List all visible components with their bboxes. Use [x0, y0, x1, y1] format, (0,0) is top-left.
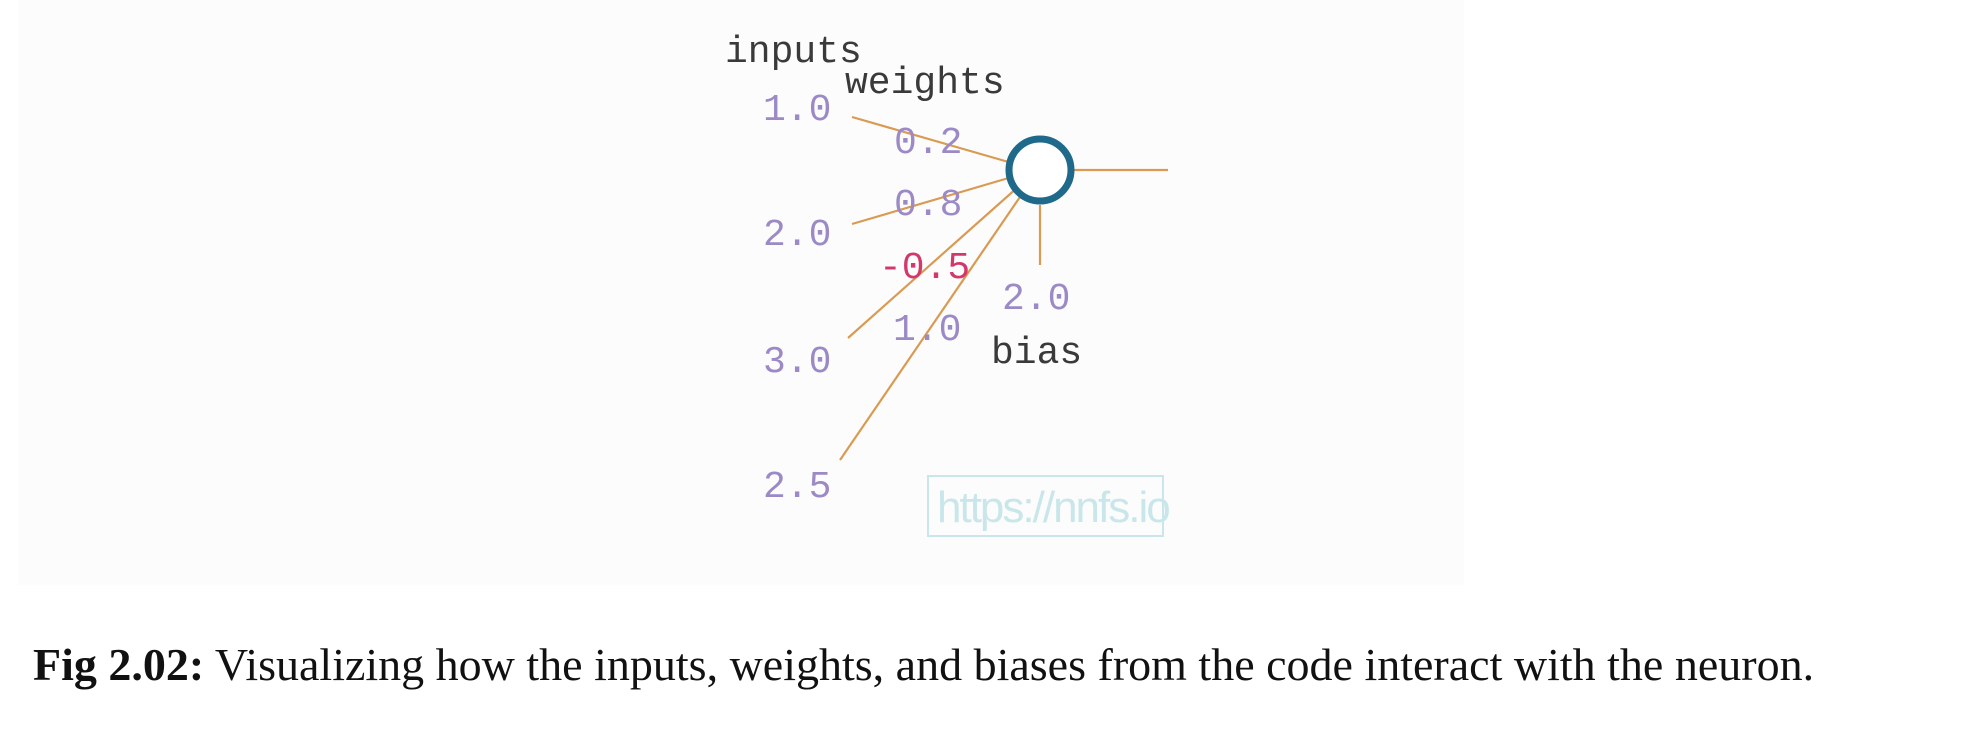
watermark-text: https://nnfs.io	[937, 483, 1169, 532]
figure-panel	[18, 0, 1464, 585]
neuron-diagram: inputs weights bias 1.0 2.0 3.0 2.5 0.2 …	[725, 31, 1171, 537]
bias-title: bias	[991, 332, 1082, 375]
bias-value: 2.0	[1002, 278, 1070, 321]
inputs-title: inputs	[725, 31, 862, 74]
caption-label: Fig 2.02:	[33, 639, 205, 690]
input-value-1: 1.0	[763, 89, 831, 132]
watermark-box	[927, 475, 1164, 537]
neuron-node	[1005, 135, 1075, 205]
weight-value-2: 0.8	[894, 184, 962, 227]
input-value-3: 3.0	[763, 341, 831, 384]
weight-value-1: 0.2	[894, 122, 962, 165]
figure-caption: Fig 2.02: Visualizing how the inputs, we…	[33, 638, 1933, 691]
input-value-2: 2.0	[763, 214, 831, 257]
input-value-4: 2.5	[763, 466, 831, 509]
weight-value-4: 1.0	[893, 309, 961, 352]
connection-line-input-3	[847, 186, 1019, 339]
weight-value-3: -0.5	[879, 247, 970, 290]
weights-title: weights	[845, 62, 1005, 105]
connection-line-input-1	[851, 115, 1013, 165]
connection-line-input-2	[851, 175, 1013, 226]
connection-line-input-4	[839, 193, 1023, 461]
caption-text: Visualizing how the inputs, weights, and…	[204, 639, 1815, 690]
